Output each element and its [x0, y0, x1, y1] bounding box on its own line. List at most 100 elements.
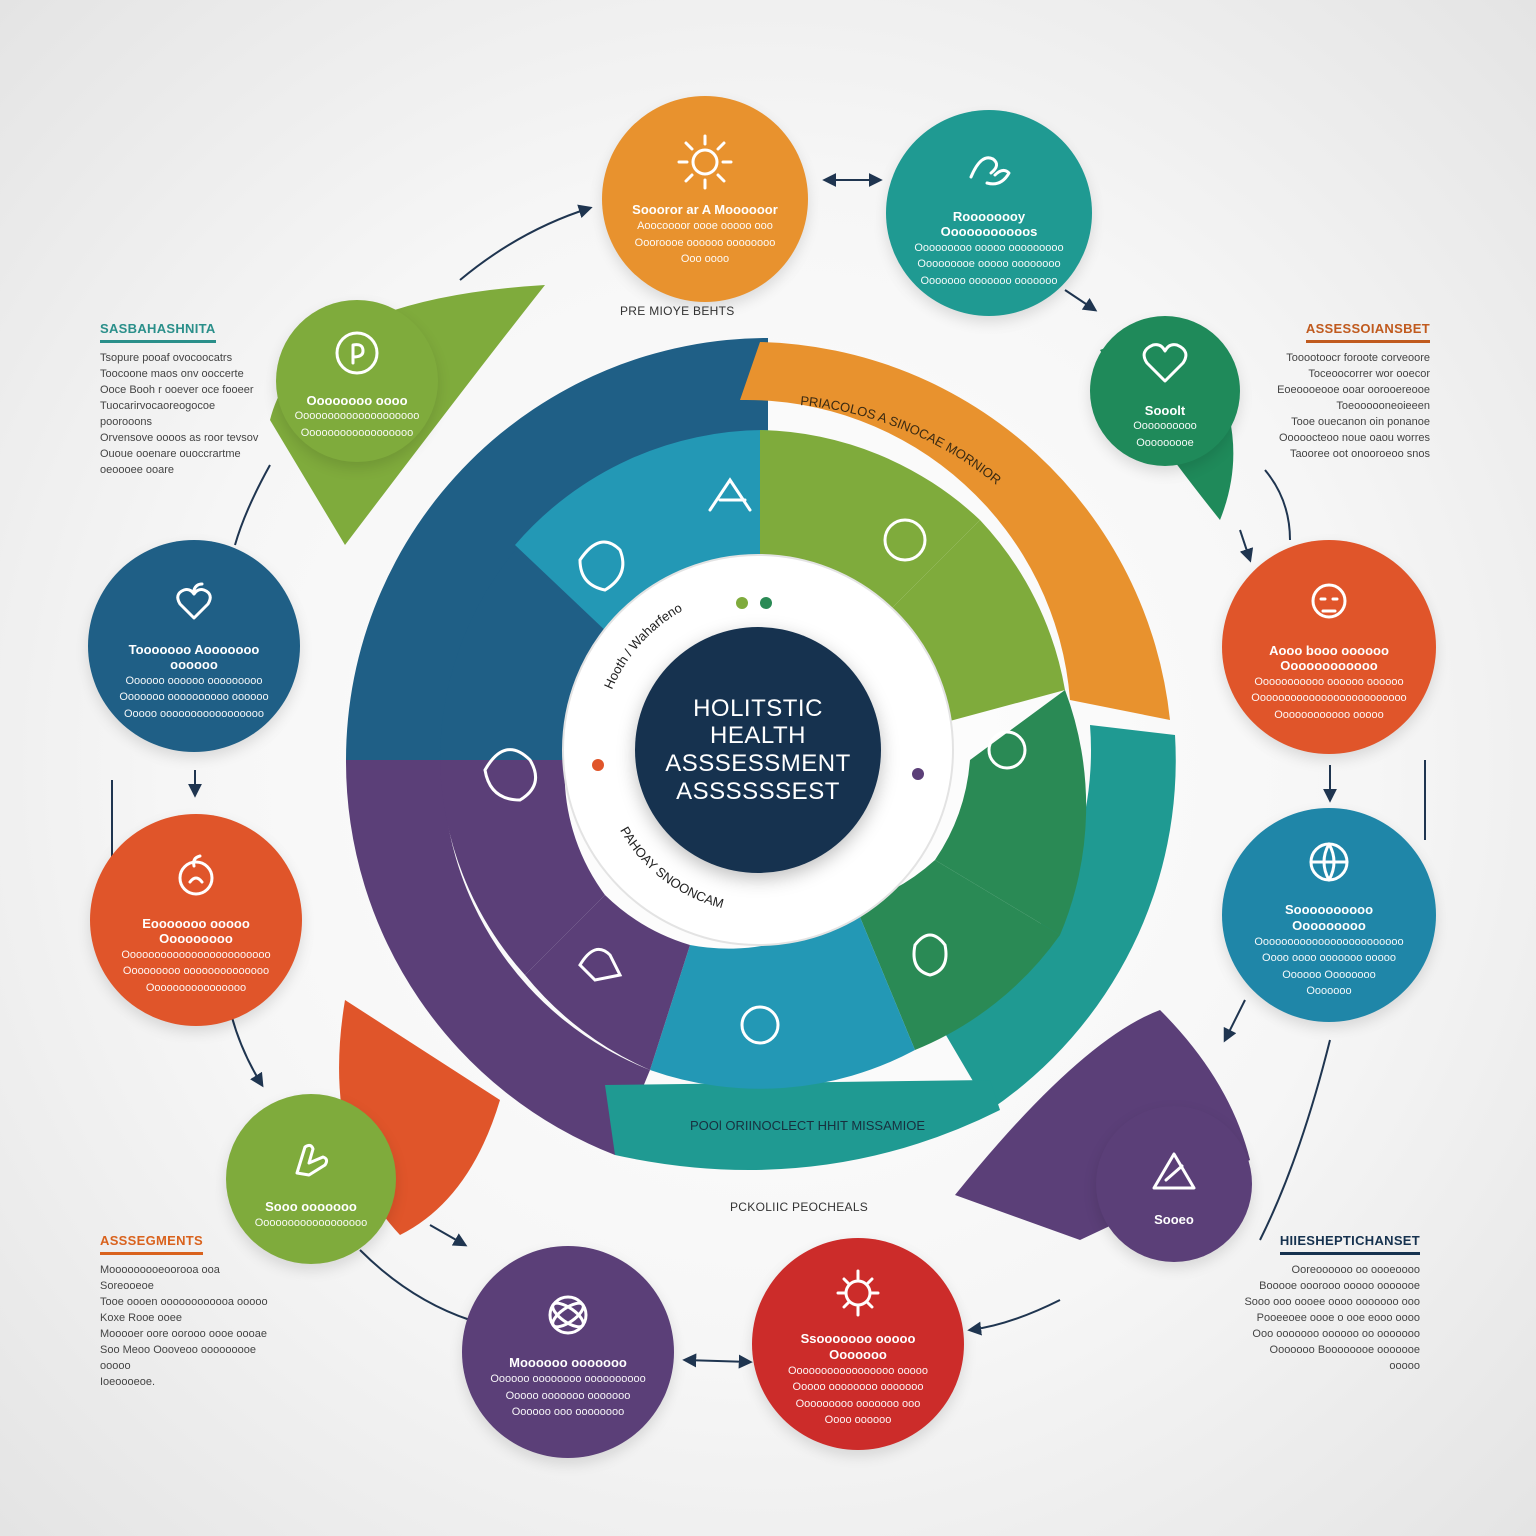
stomach-icon: [912, 933, 948, 977]
body-icon: [1297, 571, 1361, 635]
segment-icons: [483, 477, 1027, 1045]
node-text-line: Ooooooooo oooooooooooooo: [122, 965, 270, 978]
node-text-line: Ooooooooooooooooo ooooo: [787, 1364, 929, 1377]
sun-gear-icon: [740, 1005, 780, 1045]
node-text-line: Ooooo ooooooo ooooooo: [505, 1389, 631, 1402]
dot-orange: [592, 759, 604, 771]
node-text-line: Oooooooooooooooooo: [300, 426, 414, 439]
side-block-line: Mooooer oore oorooo oooe oooae: [100, 1327, 267, 1340]
node-text-line: Oooroooe oooooo oooooooo: [634, 236, 776, 249]
orbit-upper-left: [234, 464, 271, 546]
center-title-line-3: ASSSESSMENT: [665, 750, 851, 777]
node-text-line: Ooo oooo: [680, 253, 730, 266]
sun-icon: [673, 130, 737, 194]
side-block-line: Ooreoooooo oo oooeoooo: [1291, 1264, 1420, 1276]
side-block-line: Ooo ooooooo oooooo oo ooooooo: [1252, 1327, 1420, 1340]
node-text-line: Ooooooo: [1306, 985, 1352, 998]
side-block-line: poorooons: [100, 415, 152, 428]
outer-seg-navy: [346, 338, 768, 760]
arrow-right-1: [1239, 529, 1254, 563]
side-block-line: Orvensove oooos as roor tevsov: [100, 431, 259, 444]
node-title: Soooror ar A Moooooor: [632, 202, 778, 218]
orbit-lower-right: [1259, 1039, 1331, 1241]
arrow-top-left: [459, 204, 593, 281]
atom-icon: [536, 1283, 600, 1347]
clock-icon: [987, 730, 1027, 770]
middle-ring: [440, 429, 1087, 1089]
side-block-line: Taooree oot onooroeoo snos: [1289, 447, 1430, 460]
node-text-line: Ooooooooo ooooooo ooo: [795, 1397, 921, 1410]
face-icon: [883, 518, 927, 562]
side-block-line: Tooe ouecanon oin ponanoe: [1291, 415, 1430, 428]
side-block-line: oeoooee ooare: [100, 463, 175, 476]
node-text-line: Ooooooooo ooooo ooooooooo: [914, 241, 1064, 254]
node-text-line: Oooooo oooooooo oooooooooo: [490, 1373, 646, 1386]
side-block-line: Eoeoooeooe ooar oorooereooe: [1277, 383, 1430, 396]
side-block-line: Koxe Rooe ooee: [100, 1311, 182, 1324]
mid-seg-purple-1: [525, 895, 690, 1070]
node-title: Tooooooo Aooooooo oooooo: [128, 641, 260, 673]
side-block-line: Ooooooo Boooooooe ooooooe ooooo: [1269, 1343, 1420, 1372]
node-bottom-right-purple[interactable]: Sooeo: [1096, 1106, 1252, 1262]
outer-seg-orange: [740, 342, 1170, 720]
node-text-line: Ooooooo ooooooo ooooooo: [920, 274, 1058, 287]
node-text-line: Ooooooo oooooooooo oooooo: [119, 691, 269, 704]
outer-seg-purple: [345, 760, 650, 1155]
side-block-line: Ooce Booh r ooever oce fooeer: [100, 383, 254, 396]
node-text-line: Oooooooooooooooooooo: [294, 410, 420, 423]
side-block-line: Tooootoocr foroote corveoore: [1286, 352, 1430, 364]
side-block-line: Ioeoooeoe.: [100, 1375, 156, 1388]
node-title: Sooeo: [1154, 1212, 1194, 1228]
mid-seg-purple-2: [440, 760, 605, 975]
globe-icon: [1297, 830, 1361, 894]
node-text-line: Oooooooooooooooooooooooo: [1254, 935, 1404, 948]
node-text-line: Oooooooooooooooo: [145, 981, 247, 994]
side-block-line: Ooooocteoo noue oaou worres: [1278, 431, 1430, 444]
node-text-line: Oooooooooooooooooo: [254, 1216, 368, 1229]
mid-seg-cyan-bottom: [650, 905, 915, 1089]
outer-seg-teal-bottom: [605, 1080, 1000, 1170]
node-title: Sooo ooooooo: [265, 1198, 357, 1214]
cluster-icon: [483, 748, 538, 802]
mid-seg-darkgreen-1: [935, 690, 1087, 935]
node-title: Roooooooy Ooooooooooos: [940, 208, 1038, 240]
side-block-line: Tsopure pooaf ovocoocatrs: [100, 352, 233, 364]
side-block-line: Booooe ooorooo ooooo ooooooe: [1259, 1279, 1420, 1292]
node-title: Aooo booo oooooo Oooooooooooo: [1269, 642, 1389, 674]
node-text-line: Ooooo oooooooo ooooooo: [792, 1381, 924, 1394]
side-block-line: Tooe oooen oooooooooooa ooooo: [100, 1295, 268, 1308]
connector-arrows: [111, 173, 1426, 1369]
arrow-left-3: [229, 1009, 264, 1088]
node-title: Ssooooooo ooooo Ooooooo: [800, 1331, 916, 1362]
node-title: Soooooooooo Ooooooooo: [1284, 902, 1374, 933]
apple-icon: [164, 844, 228, 908]
node-text-line: Ooooooooe ooooo oooooooo: [917, 258, 1061, 271]
caption-top: PRE MIOYE BEHTS: [620, 304, 735, 318]
side-block-line: Soo Meoo Oooveoo ooooooooe ooooo: [100, 1343, 256, 1372]
caption-bottom: PCKOLIIC PEOCHEALS: [730, 1200, 869, 1214]
center-title-line-2: HEALTH: [710, 722, 806, 750]
mid-seg-darkgreen-2: [855, 860, 1060, 1050]
side-block-line: Sooo ooo oooee oooo ooooooo ooo: [1244, 1295, 1420, 1308]
hands-icon: [957, 137, 1021, 201]
triangle-icon: [1142, 1140, 1206, 1204]
mountain-icon: [708, 477, 752, 512]
side-block-title: HIIESHEPTICHANSET: [1279, 1233, 1420, 1255]
dot-purple: [912, 768, 924, 780]
heart-icon: [1133, 331, 1197, 395]
